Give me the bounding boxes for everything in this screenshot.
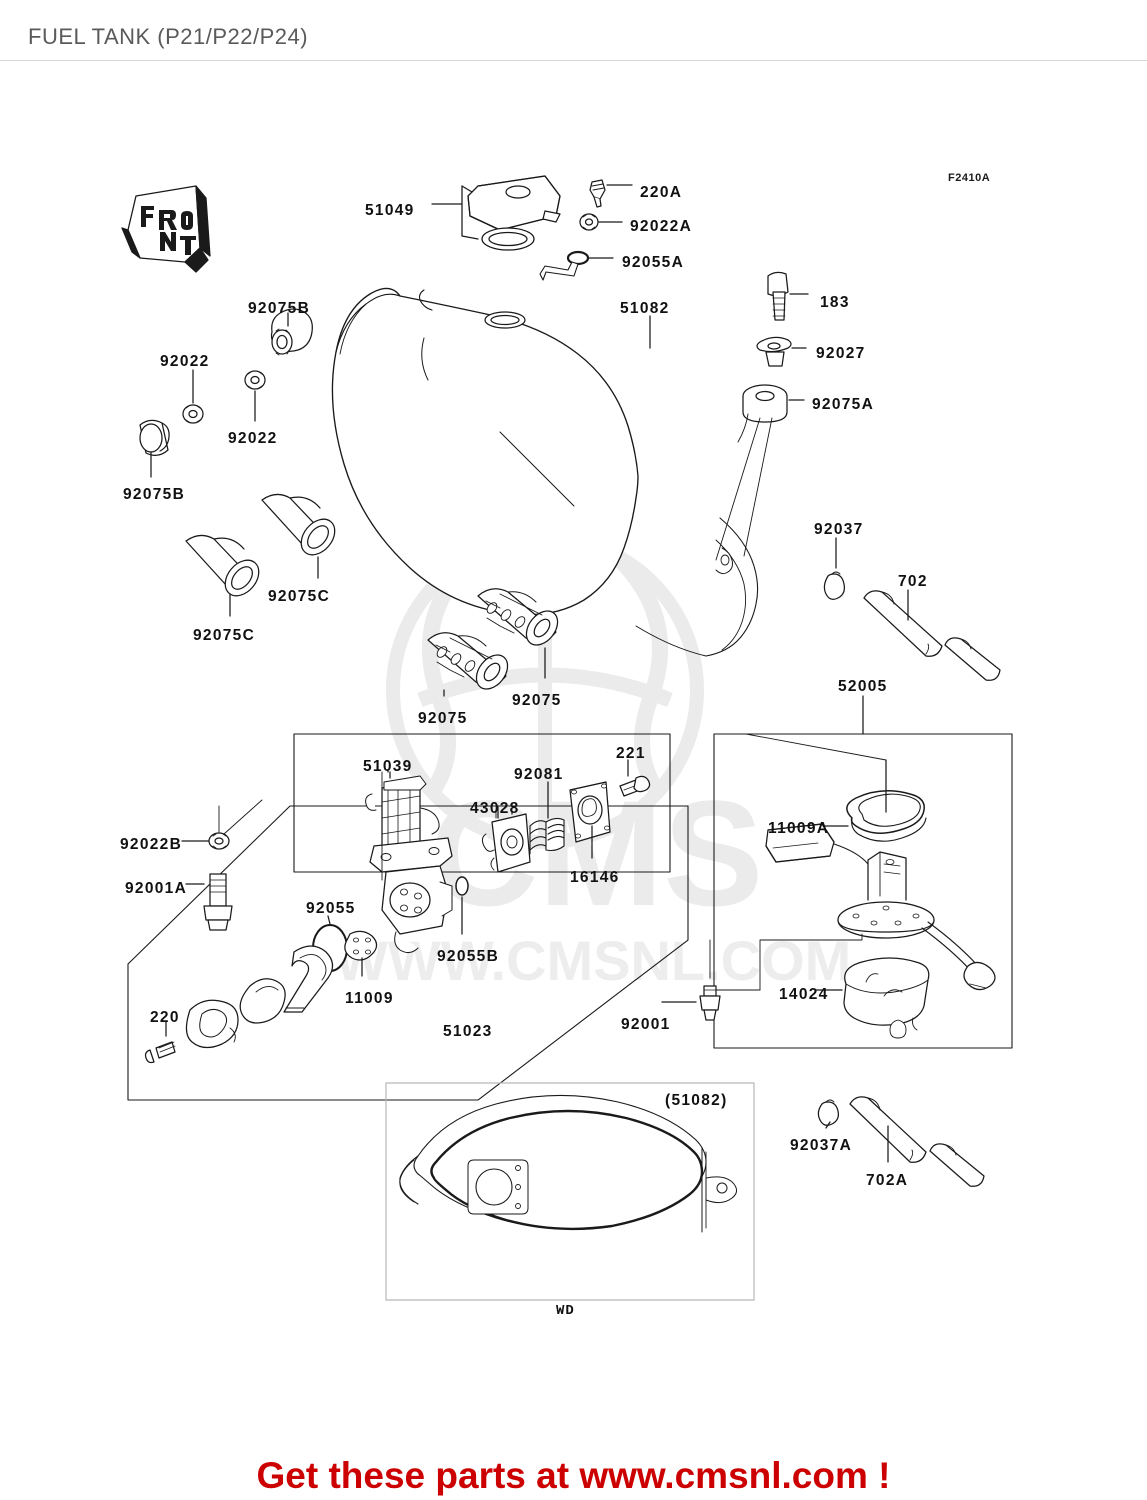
- group-52005-box: [713, 695, 1013, 1049]
- parts-diagram-canvas: [121, 175, 1013, 1301]
- part-92027-plug: [756, 336, 807, 367]
- part-callout-92081[interactable]: 92081: [514, 766, 564, 783]
- part-callout-220[interactable]: 220: [150, 1009, 180, 1026]
- part-11009-gasket: [344, 930, 378, 977]
- part-11009A-gasket: [745, 733, 927, 842]
- part-callout-92055A[interactable]: 92055A: [622, 254, 685, 271]
- part-92037A-clamp: [817, 1099, 839, 1129]
- part-220A-screw: [589, 179, 633, 208]
- part-callout-92022B[interactable]: 92022B: [120, 836, 183, 853]
- part-92037-clamp: [823, 537, 845, 600]
- part-callout-92075C[interactable]: 92075C: [193, 627, 256, 644]
- part-callout-92022A[interactable]: 92022A: [630, 218, 693, 235]
- part-92075A-damper: [715, 384, 805, 561]
- diagram-code: F2410A: [948, 172, 991, 184]
- part-183-bolt: [767, 271, 809, 321]
- part-92075C-bushing-lower: [185, 534, 260, 617]
- part-92001-bolt: [661, 939, 721, 1021]
- part-92001A-bolt: [185, 873, 233, 931]
- part-callout-51049[interactable]: 51049: [365, 202, 415, 219]
- title-divider: [0, 60, 1147, 61]
- part-callout-92075A[interactable]: 92075A: [812, 396, 875, 413]
- part-callout-52005[interactable]: 52005: [838, 678, 888, 695]
- part-702-hose: [863, 589, 1001, 681]
- part-16146-cover-plate: [569, 781, 611, 859]
- part-92075B-damper-lower: [139, 419, 170, 478]
- inset-caption: WD: [556, 1303, 575, 1319]
- part-callout-92022[interactable]: 92022: [160, 353, 210, 370]
- part-51049-fuel-cap: [431, 175, 561, 251]
- part-callout-92075B[interactable]: 92075B: [123, 486, 186, 503]
- part-callout-11009A[interactable]: 11009A: [768, 820, 830, 837]
- part-callout-92075C[interactable]: 92075C: [268, 588, 331, 605]
- part-valve-lever-group: [185, 945, 334, 1049]
- part-92022B-washer: [181, 799, 263, 850]
- part-callout-92037A[interactable]: 92037A: [790, 1137, 853, 1154]
- part-callout-92001[interactable]: 92001: [621, 1016, 671, 1033]
- part-92022-washer-center: [244, 370, 266, 422]
- group-51039-subbox: [293, 733, 671, 873]
- part-221-screw: [619, 759, 651, 797]
- inset-part-ref: (51082): [665, 1092, 728, 1109]
- part-callout-220A[interactable]: 220A: [640, 184, 683, 201]
- part-callout-183[interactable]: 183: [820, 294, 850, 311]
- inset-51082-box: [385, 1082, 755, 1301]
- part-callout-221[interactable]: 221: [616, 745, 646, 762]
- part-callout-92055B[interactable]: 92055B: [437, 948, 500, 965]
- part-callout-92075[interactable]: 92075: [418, 710, 468, 727]
- part-callout-92055[interactable]: 92055: [306, 900, 356, 917]
- part-callout-14024[interactable]: 14024: [779, 986, 829, 1003]
- part-callout-11009[interactable]: 11009: [345, 990, 394, 1007]
- part-callout-702A[interactable]: 702A: [866, 1172, 909, 1189]
- part-callout-92001A[interactable]: 92001A: [125, 880, 188, 897]
- part-callout-16146[interactable]: 16146: [570, 869, 620, 886]
- footer-cta: Get these parts at www.cmsnl.com !: [256, 1455, 891, 1496]
- page-title: FUEL TANK (P21/P22/P24): [28, 24, 309, 49]
- part-callout-702[interactable]: 702: [898, 573, 928, 590]
- part-92075B-damper-upper: [270, 308, 313, 356]
- part-callout-92037[interactable]: 92037: [814, 521, 864, 538]
- part-92081-spring: [529, 781, 565, 855]
- part-92055B-oring: [455, 876, 469, 935]
- part-220-screw: [144, 1021, 176, 1064]
- part-callout-51039[interactable]: 51039: [363, 758, 413, 775]
- part-callout-51023[interactable]: 51023: [443, 1023, 493, 1040]
- part-callout-92022[interactable]: 92022: [228, 430, 278, 447]
- part-callout-92075B[interactable]: 92075B: [248, 300, 311, 317]
- part-92075-damper-lower: [427, 632, 509, 697]
- part-14024-cover: [815, 957, 930, 1039]
- part-43028-diaphragm: [481, 805, 531, 873]
- part-callout-43028[interactable]: 43028: [470, 800, 520, 817]
- part-92075-damper-upper: [477, 588, 559, 679]
- part-51039-fuel-valve: [365, 769, 453, 954]
- part-callout-51082[interactable]: 51082: [620, 300, 670, 317]
- part-callout-92027[interactable]: 92027: [816, 345, 866, 362]
- part-92022A-washer: [579, 213, 623, 231]
- part-callout-92075[interactable]: 92075: [512, 692, 562, 709]
- part-92075C-bushing-upper: [261, 493, 336, 579]
- front-arrow-badge: [121, 185, 211, 273]
- part-51082-fuel-tank: [331, 261, 759, 657]
- part-92022-washer-left: [182, 369, 204, 424]
- part-fuel-pump-sender: [713, 823, 996, 991]
- part-92055A-oring: [566, 250, 614, 266]
- part-702A-hose: [849, 1096, 985, 1187]
